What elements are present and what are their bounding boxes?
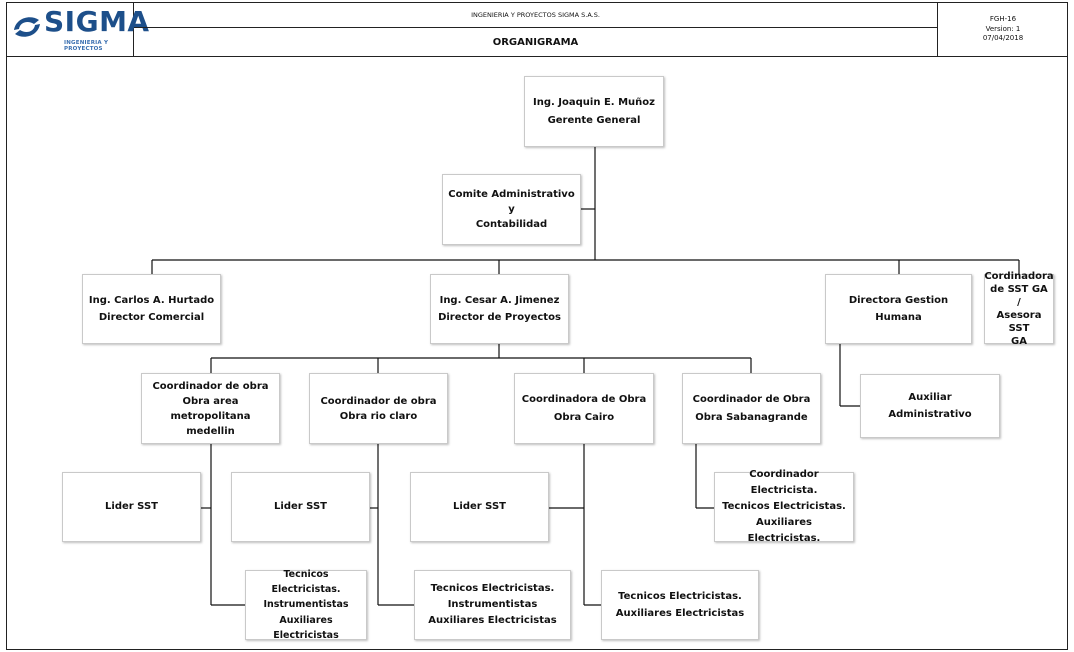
document-meta: FGH-16 Version: 1 07/04/2018 <box>937 2 1068 57</box>
node-coordinadora-obra-cairo: Coordinadora de Obra Obra Cairo <box>514 373 654 444</box>
node-role: Director de Proyectos <box>438 312 561 323</box>
node-line: Auxiliares Electricistas <box>273 614 339 641</box>
logo-swoosh-icon <box>14 17 40 37</box>
node-gerente-general: Ing. Joaquin E. Muñoz Gerente General <box>524 76 664 147</box>
node-tecnicos-electricistas-3: Tecnicos Electricistas. Auxiliares Elect… <box>601 570 759 640</box>
chart-frame <box>6 56 1068 650</box>
node-line: Obra Cairo <box>553 411 615 423</box>
node-coordinadora-sst: Cordinadora de SST GA / Asesora SST GA <box>984 271 1054 347</box>
node-role: Director Comercial <box>98 312 205 323</box>
node-auxiliar-administrativo: Auxiliar Administrativo <box>860 374 1000 438</box>
document-version: Version: 1 <box>985 24 1021 33</box>
node-role: Directora Gestion Humana <box>848 294 949 324</box>
node-role: Auxiliar Administrativo <box>888 391 972 421</box>
node-line: Coordinador de obra <box>320 395 437 407</box>
node-tecnicos-electricistas-2: Tecnicos Electricistas. Instrumentistas … <box>414 570 571 640</box>
node-line: Comite Administrativo y <box>448 189 575 215</box>
node-line: Obra Sabanagrande <box>695 411 808 423</box>
document-code: FGH-16 <box>989 15 1017 24</box>
node-director-proyectos: Ing. Cesar A. Jimenez Director de Proyec… <box>430 274 569 344</box>
node-line: Tecnicos Electricistas. <box>271 569 341 596</box>
node-line: Coordinador de Obra <box>692 394 811 405</box>
node-role: Gerente General <box>547 114 641 126</box>
node-line: Tecnicos Electricistas. <box>430 583 555 594</box>
node-lider-sst-1: Lider SST <box>62 472 201 542</box>
node-name: Ing. Joaquin E. Muñoz <box>533 97 655 108</box>
document-date: 07/04/2018 <box>982 34 1024 43</box>
node-line: Instrumentistas <box>263 599 349 611</box>
node-line: Coordinador de obra <box>152 380 269 392</box>
node-line: Auxiliares Electricistas <box>615 608 745 619</box>
node-lider-sst-2: Lider SST <box>231 472 370 542</box>
node-line: Auxiliares Electricistas <box>428 615 557 626</box>
node-line: Tecnicos Electricistas. <box>618 590 742 602</box>
node-director-comercial: Ing. Carlos A. Hurtado Director Comercia… <box>82 274 221 344</box>
node-tecnicos-electricistas-1: Tecnicos Electricistas. Instrumentistas … <box>245 569 367 641</box>
node-directora-gestion-humana: Directora Gestion Humana <box>825 274 972 344</box>
node-coordinador-obra-rio-claro: Coordinador de obra Obra rio claro <box>309 373 448 444</box>
node-line: Tecnicos Electricistas. <box>722 501 846 512</box>
node-label: Lider SST <box>274 501 327 513</box>
node-line: Coordinador Electricista. <box>749 469 819 496</box>
node-line: de SST GA / <box>990 284 1048 308</box>
logo-tagline: INGENIERIA Y PROYECTOS <box>64 40 109 52</box>
node-name: Ing. Cesar A. Jimenez <box>439 294 560 306</box>
company-name-text: INGENIERIA Y PROYECTOS SIGMA S.A.S. <box>471 10 600 19</box>
node-line: Cordinadora <box>984 271 1054 282</box>
node-line: Auxiliares Electricistas. <box>747 517 821 544</box>
node-line: Obra rio claro <box>339 410 418 422</box>
node-line: Obra area metropolitana <box>170 395 251 422</box>
document-title-text: ORGANIGRAMA <box>492 37 579 48</box>
node-comite-administrativo: Comite Administrativo y Contabilidad <box>442 174 581 245</box>
node-label: Lider SST <box>453 501 506 513</box>
node-line: Asesora SST <box>996 310 1042 334</box>
node-line: medellin <box>186 425 235 437</box>
node-coordinador-obra-medellin: Coordinador de obra Obra area metropolit… <box>141 373 280 444</box>
logo-name: SIGMA <box>44 5 150 38</box>
node-lider-sst-3: Lider SST <box>410 472 549 542</box>
node-line: Instrumentistas <box>447 599 538 610</box>
document-title: ORGANIGRAMA <box>134 28 937 57</box>
company-name: INGENIERIA Y PROYECTOS SIGMA S.A.S. <box>134 2 937 28</box>
node-coordinador-obra-sabanagrande: Coordinador de Obra Obra Sabanagrande <box>682 373 821 444</box>
node-label: Lider SST <box>105 501 158 513</box>
node-name: Ing. Carlos A. Hurtado <box>88 294 215 306</box>
node-line: Contabilidad <box>475 219 548 230</box>
node-line: GA <box>1011 336 1027 347</box>
node-line: Coordinadora de Obra <box>521 394 647 405</box>
logo-cell: SIGMA INGENIERIA Y PROYECTOS <box>6 2 149 57</box>
node-coordinador-electricista: Coordinador Electricista. Tecnicos Elect… <box>714 469 854 544</box>
